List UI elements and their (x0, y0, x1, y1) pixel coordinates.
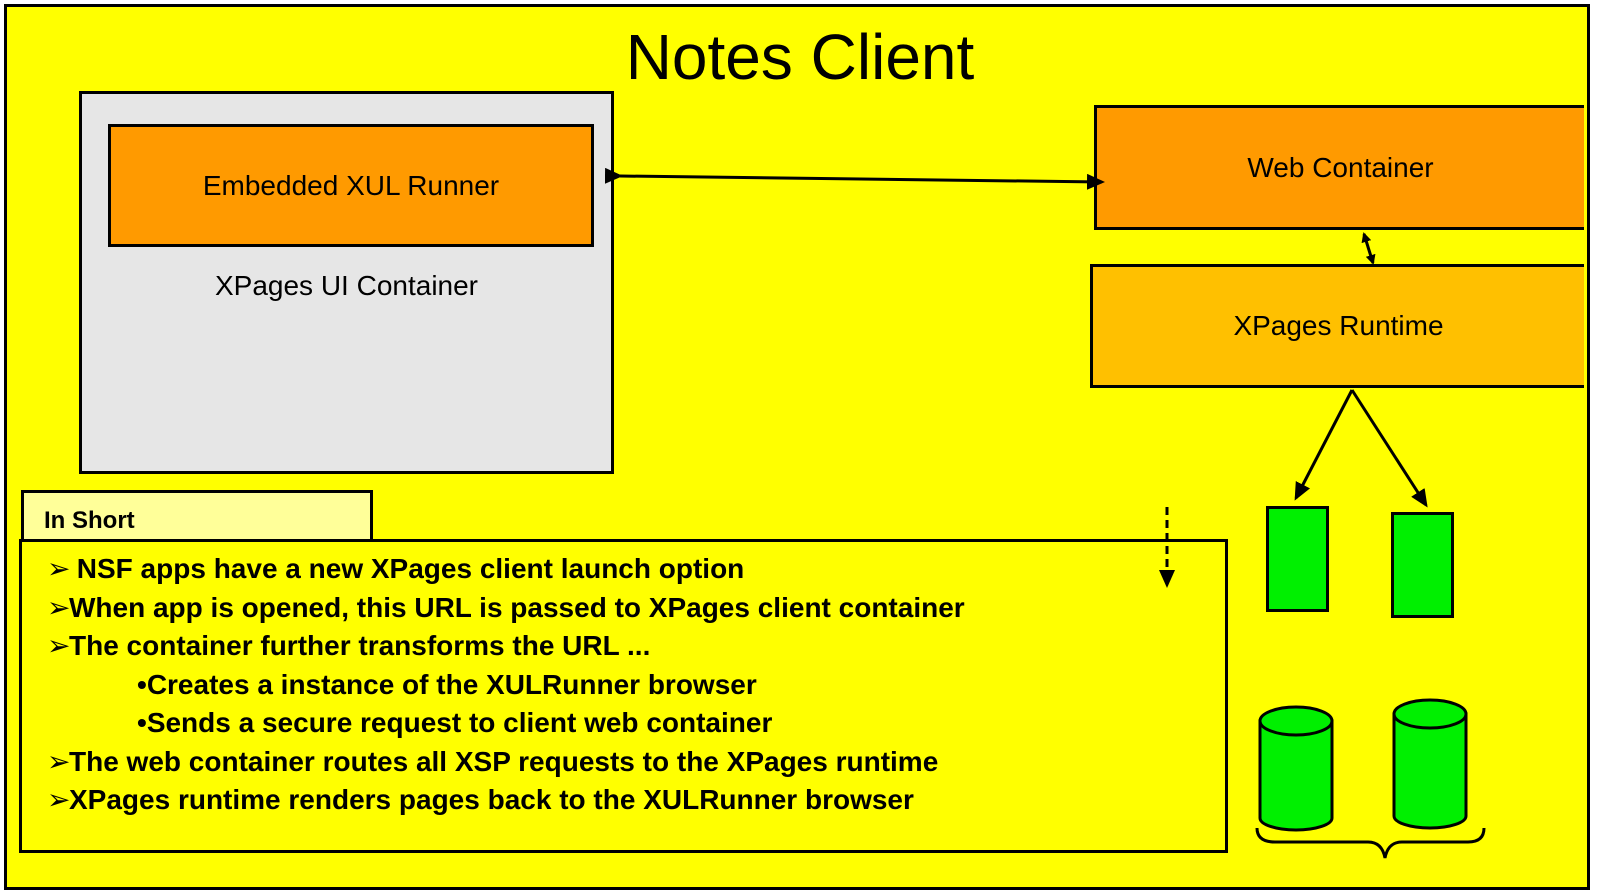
web-container-box: Web Container (1094, 105, 1584, 230)
in-short-panel (19, 539, 1228, 853)
database-cylinder-icon (1258, 705, 1334, 832)
arrow-bullet-icon: ➢ (47, 784, 71, 815)
web-container-label: Web Container (1247, 151, 1434, 183)
embedded-xul-runner-label: Embedded XUL Runner (202, 169, 500, 201)
in-short-heading: In Short (44, 507, 135, 534)
arrow-bullet-icon: ➢ (47, 630, 71, 661)
arrow-bullet-icon: ➢ (47, 745, 71, 777)
bullet-item: ➢The web container routes all XSP reques… (47, 743, 1217, 782)
sub-bullet-item: •Creates a instance of the XULRunner bro… (137, 668, 757, 700)
runtime-to-doc2-arrow (1350, 389, 1428, 508)
dot-bullet-icon: • (137, 668, 147, 700)
xpages-runtime-box: XPages Runtime (1090, 264, 1584, 388)
document-icon (1266, 506, 1329, 612)
web-runtime-bidirectional-arrow (1361, 232, 1376, 265)
bullet-item: ➢The container further transforms the UR… (47, 627, 1217, 666)
arrow-bullet-icon: ➢ (47, 591, 71, 623)
runtime-to-doc1-arrow (1294, 389, 1354, 501)
embedded-xul-runner-box: Embedded XUL Runner (108, 124, 594, 247)
diagram-title: Notes Client (625, 21, 975, 93)
dot-bullet-icon: • (137, 707, 147, 738)
document-icon (1391, 512, 1454, 618)
in-short-bullet-list: ➢ NSF apps have a new XPages client laun… (47, 550, 1217, 820)
xpages-ui-container-label: XPages UI Container (214, 270, 479, 301)
sub-bullet-item: •Sends a secure request to client web co… (137, 707, 773, 738)
bullet-item: ➢XPages runtime renders pages back to th… (47, 781, 1217, 820)
xpages-runtime-label: XPages Runtime (1233, 310, 1444, 341)
xul-web-bidirectional-arrow (604, 167, 1105, 190)
in-short-tab: In Short (21, 490, 373, 542)
bullet-item: ➢ NSF apps have a new XPages client laun… (47, 550, 1217, 589)
arrow-bullet-icon: ➢ (47, 553, 71, 584)
database-cylinder-icon (1392, 698, 1468, 830)
curly-brace-icon (1255, 827, 1486, 859)
bullet-item: ➢When app is opened, this URL is passed … (47, 589, 1217, 628)
